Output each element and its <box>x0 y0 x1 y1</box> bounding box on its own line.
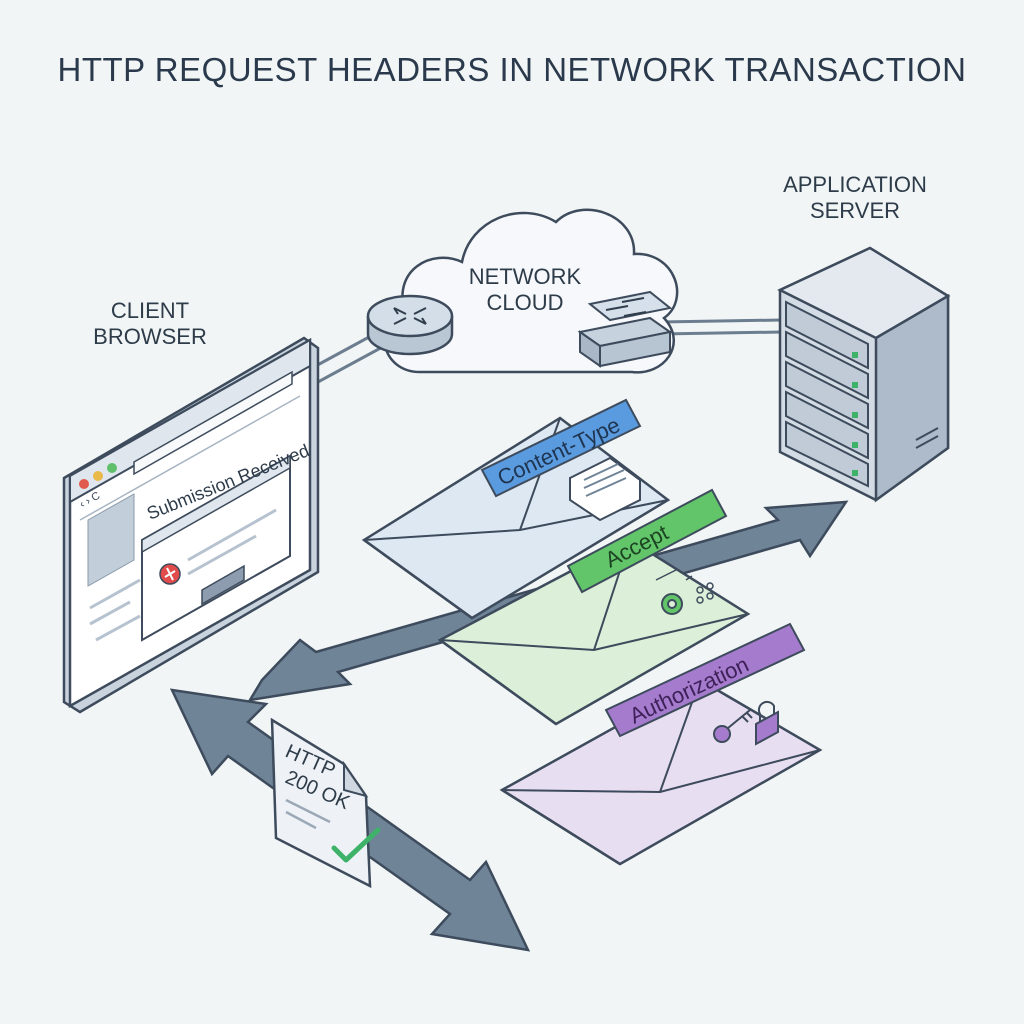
padlock-icon <box>755 700 779 746</box>
network-cloud-label: NETWORK CLOUD <box>450 264 600 317</box>
client-browser: ‹ › C Submission Received <box>62 336 320 714</box>
format-icon <box>655 569 714 604</box>
key-icon <box>713 709 753 743</box>
application-server <box>777 246 951 503</box>
switch-icon <box>577 290 673 368</box>
router-icon <box>366 294 454 356</box>
server-label-line-1: APPLICATION <box>783 172 927 197</box>
envelope-authorization: Authorization <box>499 622 823 866</box>
cloud-label-line-1: NETWORK <box>468 264 582 289</box>
gear-icon <box>661 593 683 615</box>
envelope-content-type: Content-Type <box>361 398 671 620</box>
server-label-line-2: SERVER <box>809 198 901 224</box>
client-label-line-2: BROWSER <box>93 324 207 350</box>
client-label-line-1: CLIENT <box>110 298 190 323</box>
diagram-title: HTTP REQUEST HEADERS IN NETWORK TRANSACT… <box>57 51 967 88</box>
response-document: HTTP 200 OK <box>270 717 381 889</box>
document-icon <box>569 456 641 522</box>
client-browser-label: CLIENT BROWSER <box>70 298 230 351</box>
application-server-label: APPLICATION SERVER <box>775 172 935 225</box>
check-icon <box>331 827 381 863</box>
cloud-label-line-2: CLOUD <box>486 290 564 316</box>
